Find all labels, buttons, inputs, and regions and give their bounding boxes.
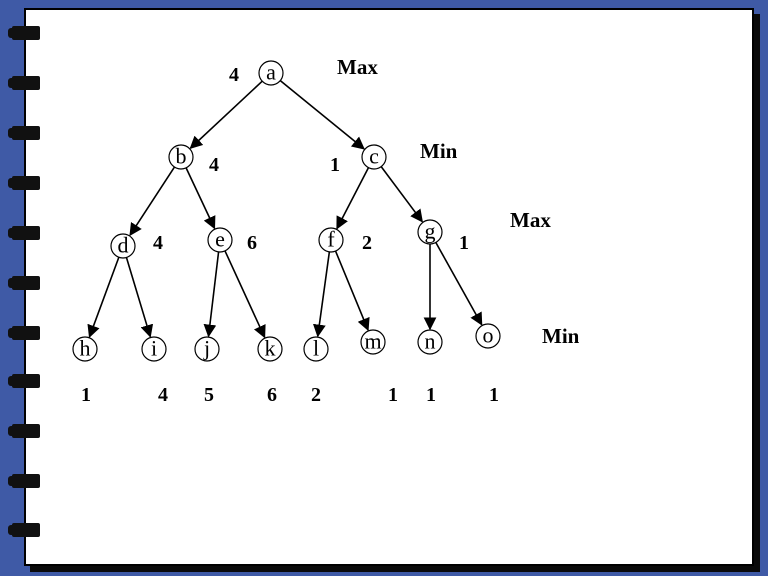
- node-label-j: j: [203, 336, 210, 361]
- node-label-l: l: [313, 336, 319, 361]
- node-label-f: f: [327, 227, 335, 252]
- edge-c-f: [336, 167, 370, 230]
- node-b: b: [168, 144, 194, 170]
- node-label-h: h: [80, 336, 91, 361]
- binder-ring: [8, 326, 40, 340]
- node-label-e: e: [215, 227, 225, 252]
- node-value-b: 4: [209, 154, 219, 176]
- node-g: g: [417, 219, 443, 245]
- node-value-i: 4: [158, 384, 168, 406]
- node-e: e: [207, 227, 233, 253]
- node-o: o: [475, 323, 501, 349]
- node-label-c: c: [369, 144, 379, 169]
- node-value-f: 2: [362, 232, 372, 254]
- level-label-3: Max: [510, 208, 551, 232]
- node-label-n: n: [425, 329, 436, 354]
- node-value-d: 4: [153, 232, 163, 254]
- binder-ring: [8, 126, 40, 140]
- binder-ring: [8, 523, 40, 537]
- node-circle-h: [72, 336, 98, 362]
- edge-a-c: [279, 79, 365, 150]
- node-m: m: [360, 329, 386, 355]
- node-value-g: 1: [459, 232, 469, 254]
- node-circle-d: [110, 233, 136, 259]
- node-k: k: [257, 336, 283, 362]
- node-label-i: i: [151, 336, 157, 361]
- node-circle-a: [258, 60, 284, 86]
- node-circle-c: [361, 144, 387, 170]
- node-n: n: [417, 329, 443, 355]
- node-label-d: d: [118, 233, 129, 258]
- node-circle-j: [194, 336, 220, 362]
- binder-ring: [8, 76, 40, 90]
- values-layer: 4 4 1 4 6 2 1 1 4 5 6 2 1 1 1: [81, 64, 499, 406]
- node-value-n: 1: [426, 384, 436, 406]
- node-circle-i: [141, 336, 167, 362]
- edge-c-g: [380, 166, 423, 223]
- node-value-j: 5: [204, 384, 214, 406]
- edge-f-m: [334, 250, 370, 332]
- edge-e-k: [224, 250, 266, 339]
- node-value-m: 1: [388, 384, 398, 406]
- node-circle-k: [257, 336, 283, 362]
- binder-ring: [8, 474, 40, 488]
- node-j: j: [194, 336, 220, 362]
- node-label-k: k: [265, 336, 276, 361]
- edges-layer: [87, 79, 483, 339]
- node-label-a: a: [266, 60, 276, 85]
- edge-g-o: [435, 242, 483, 326]
- node-h: h: [72, 336, 98, 362]
- node-circle-e: [207, 227, 233, 253]
- node-label-m: m: [364, 329, 381, 354]
- node-value-a: 4: [229, 64, 239, 86]
- binder-ring: [8, 374, 40, 388]
- binder-ring: [8, 424, 40, 438]
- node-a: a: [258, 60, 284, 86]
- node-value-o: 1: [489, 384, 499, 406]
- node-circle-m: [360, 329, 386, 355]
- node-value-h: 1: [81, 384, 91, 406]
- node-circle-f: [318, 227, 344, 253]
- node-d: d: [110, 233, 136, 259]
- node-label-o: o: [483, 323, 494, 348]
- binder-ring: [8, 276, 40, 290]
- node-c: c: [361, 144, 387, 170]
- node-f: f: [318, 227, 344, 253]
- node-value-c: 1: [330, 154, 340, 176]
- node-value-e: 6: [247, 232, 257, 254]
- node-value-k: 6: [267, 384, 277, 406]
- edge-e-j: [203, 251, 220, 338]
- node-circle-b: [168, 144, 194, 170]
- binder-ring: [8, 176, 40, 190]
- node-value-l: 2: [311, 384, 321, 406]
- level-label-4: Min: [542, 324, 580, 348]
- node-i: i: [141, 336, 167, 362]
- edge-b-e: [185, 167, 216, 230]
- node-l: l: [303, 336, 329, 362]
- level-label-1: Max: [337, 55, 378, 79]
- node-label-g: g: [425, 219, 436, 244]
- edge-d-h: [87, 256, 120, 339]
- edge-d-i: [125, 257, 154, 338]
- node-circle-l: [303, 336, 329, 362]
- node-label-b: b: [176, 144, 187, 169]
- edge-a-b: [189, 80, 263, 150]
- node-circle-n: [417, 329, 443, 355]
- nodes-layer: a b c d e f g h i j k l m n o: [72, 60, 501, 362]
- level-label-2: Min: [420, 139, 458, 163]
- node-circle-g: [417, 219, 443, 245]
- binder-ring: [8, 26, 40, 40]
- binder-ring: [8, 226, 40, 240]
- node-circle-o: [475, 323, 501, 349]
- edge-f-l: [313, 251, 331, 338]
- edge-b-d: [129, 166, 176, 237]
